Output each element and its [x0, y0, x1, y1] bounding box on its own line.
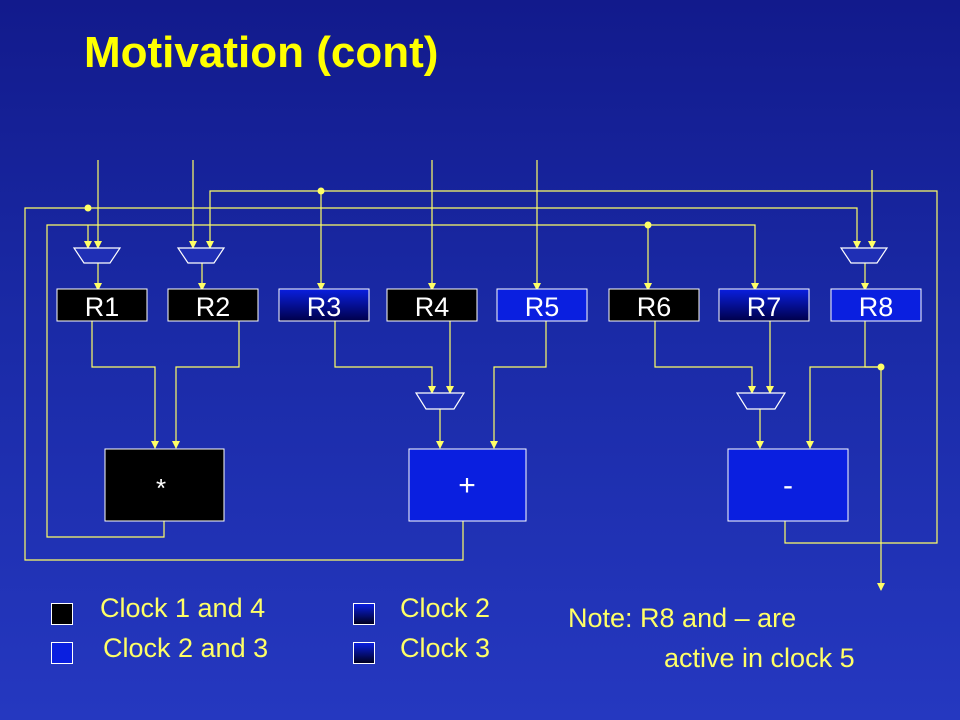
legend-label-clock-2-3: Clock 2 and 3 — [103, 633, 269, 663]
add-unit-label: + — [458, 469, 476, 502]
mux-r1 — [72, 247, 122, 264]
multiply-unit — [104, 448, 225, 522]
register-r7-label: R7 — [747, 292, 782, 322]
register-r8-label: R8 — [859, 292, 894, 322]
registers: R1 R2 R3 R4 R5 R6 R7 R8 — [56, 288, 922, 322]
legend-swatch-clock-2 — [353, 603, 375, 625]
note: Note: R8 and – are active in clock 5 — [568, 598, 855, 678]
register-r5-label: R5 — [525, 292, 560, 322]
functional-units: * + - — [104, 448, 849, 522]
register-r1 — [56, 288, 148, 322]
slide-title: Motivation (cont) — [84, 28, 439, 77]
register-r3 — [278, 288, 370, 322]
junction-dots — [84, 187, 885, 371]
legend-label-clock-1-4: Clock 1 and 4 — [100, 593, 266, 623]
multiplexers — [72, 247, 889, 410]
note-line-2: active in clock 5 — [664, 643, 855, 673]
register-r5 — [496, 288, 588, 322]
register-r4 — [386, 288, 478, 322]
note-line-1: Note: R8 and – are — [568, 603, 797, 633]
mux-subtract — [735, 392, 787, 410]
register-r8 — [830, 288, 922, 322]
legend-label-clock-3: Clock 3 — [400, 633, 491, 663]
register-r6 — [608, 288, 700, 322]
register-r2-label: R2 — [196, 292, 231, 322]
legend-swatch-clock-3 — [353, 642, 375, 664]
add-unit — [408, 448, 527, 522]
mux-add — [414, 392, 466, 410]
register-r7 — [718, 288, 810, 322]
register-r4-label: R4 — [415, 292, 450, 322]
register-r1-label: R1 — [85, 292, 120, 322]
mux-r8 — [839, 247, 889, 264]
subtract-unit — [727, 448, 849, 522]
register-r6-label: R6 — [637, 292, 672, 322]
legend-swatch-clock-1-4 — [51, 603, 73, 625]
legend-label-clock-2: Clock 2 — [400, 593, 491, 623]
subtract-unit-label: - — [783, 469, 793, 502]
register-r2 — [167, 288, 259, 322]
legend-swatch-clock-2-3 — [51, 642, 73, 664]
multiply-unit-label: * — [156, 473, 166, 503]
register-r3-label: R3 — [307, 292, 342, 322]
mux-r2 — [176, 247, 226, 264]
wires — [24, 160, 938, 591]
